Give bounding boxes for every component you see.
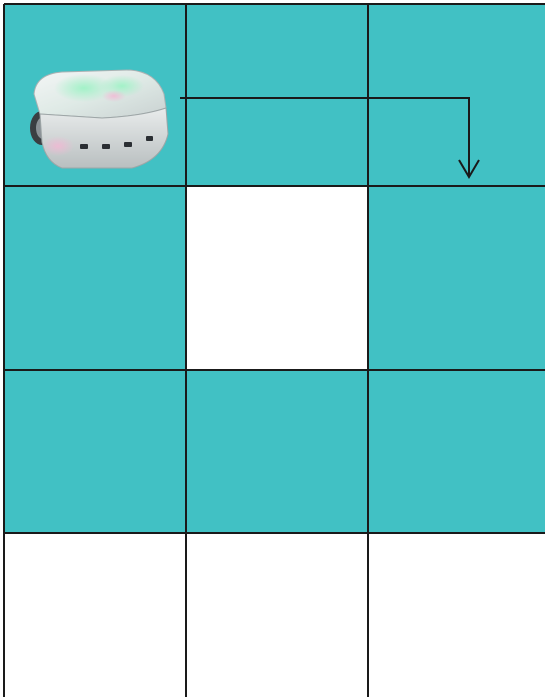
grid-line-horizontal	[4, 3, 545, 5]
grid-line-horizontal	[4, 532, 545, 534]
grid-line-vertical	[3, 4, 5, 697]
grid-line-vertical	[185, 4, 187, 697]
grid-cell-r3-c2-empty	[368, 533, 545, 697]
grid-cell-r3-c0-empty	[4, 533, 186, 697]
grid-cell-r1-c1-empty	[186, 186, 368, 370]
grid-line-horizontal	[4, 185, 545, 187]
grid-cell-r2-c2-filled	[368, 370, 545, 533]
grid-cell-r0-c2-filled	[368, 4, 545, 186]
grid-cell-r1-c0-filled	[4, 186, 186, 370]
grid-line-vertical	[367, 4, 369, 697]
grid-cell-r2-c1-filled	[186, 370, 368, 533]
grid-line-horizontal	[4, 369, 545, 371]
grid-cell-r3-c1-empty	[186, 533, 368, 697]
thymio-robot-icon	[22, 64, 172, 176]
grid-cell-r2-c0-filled	[4, 370, 186, 533]
grid-cell-r0-c1-filled	[186, 4, 368, 186]
grid-cell-r1-c2-filled	[368, 186, 545, 370]
